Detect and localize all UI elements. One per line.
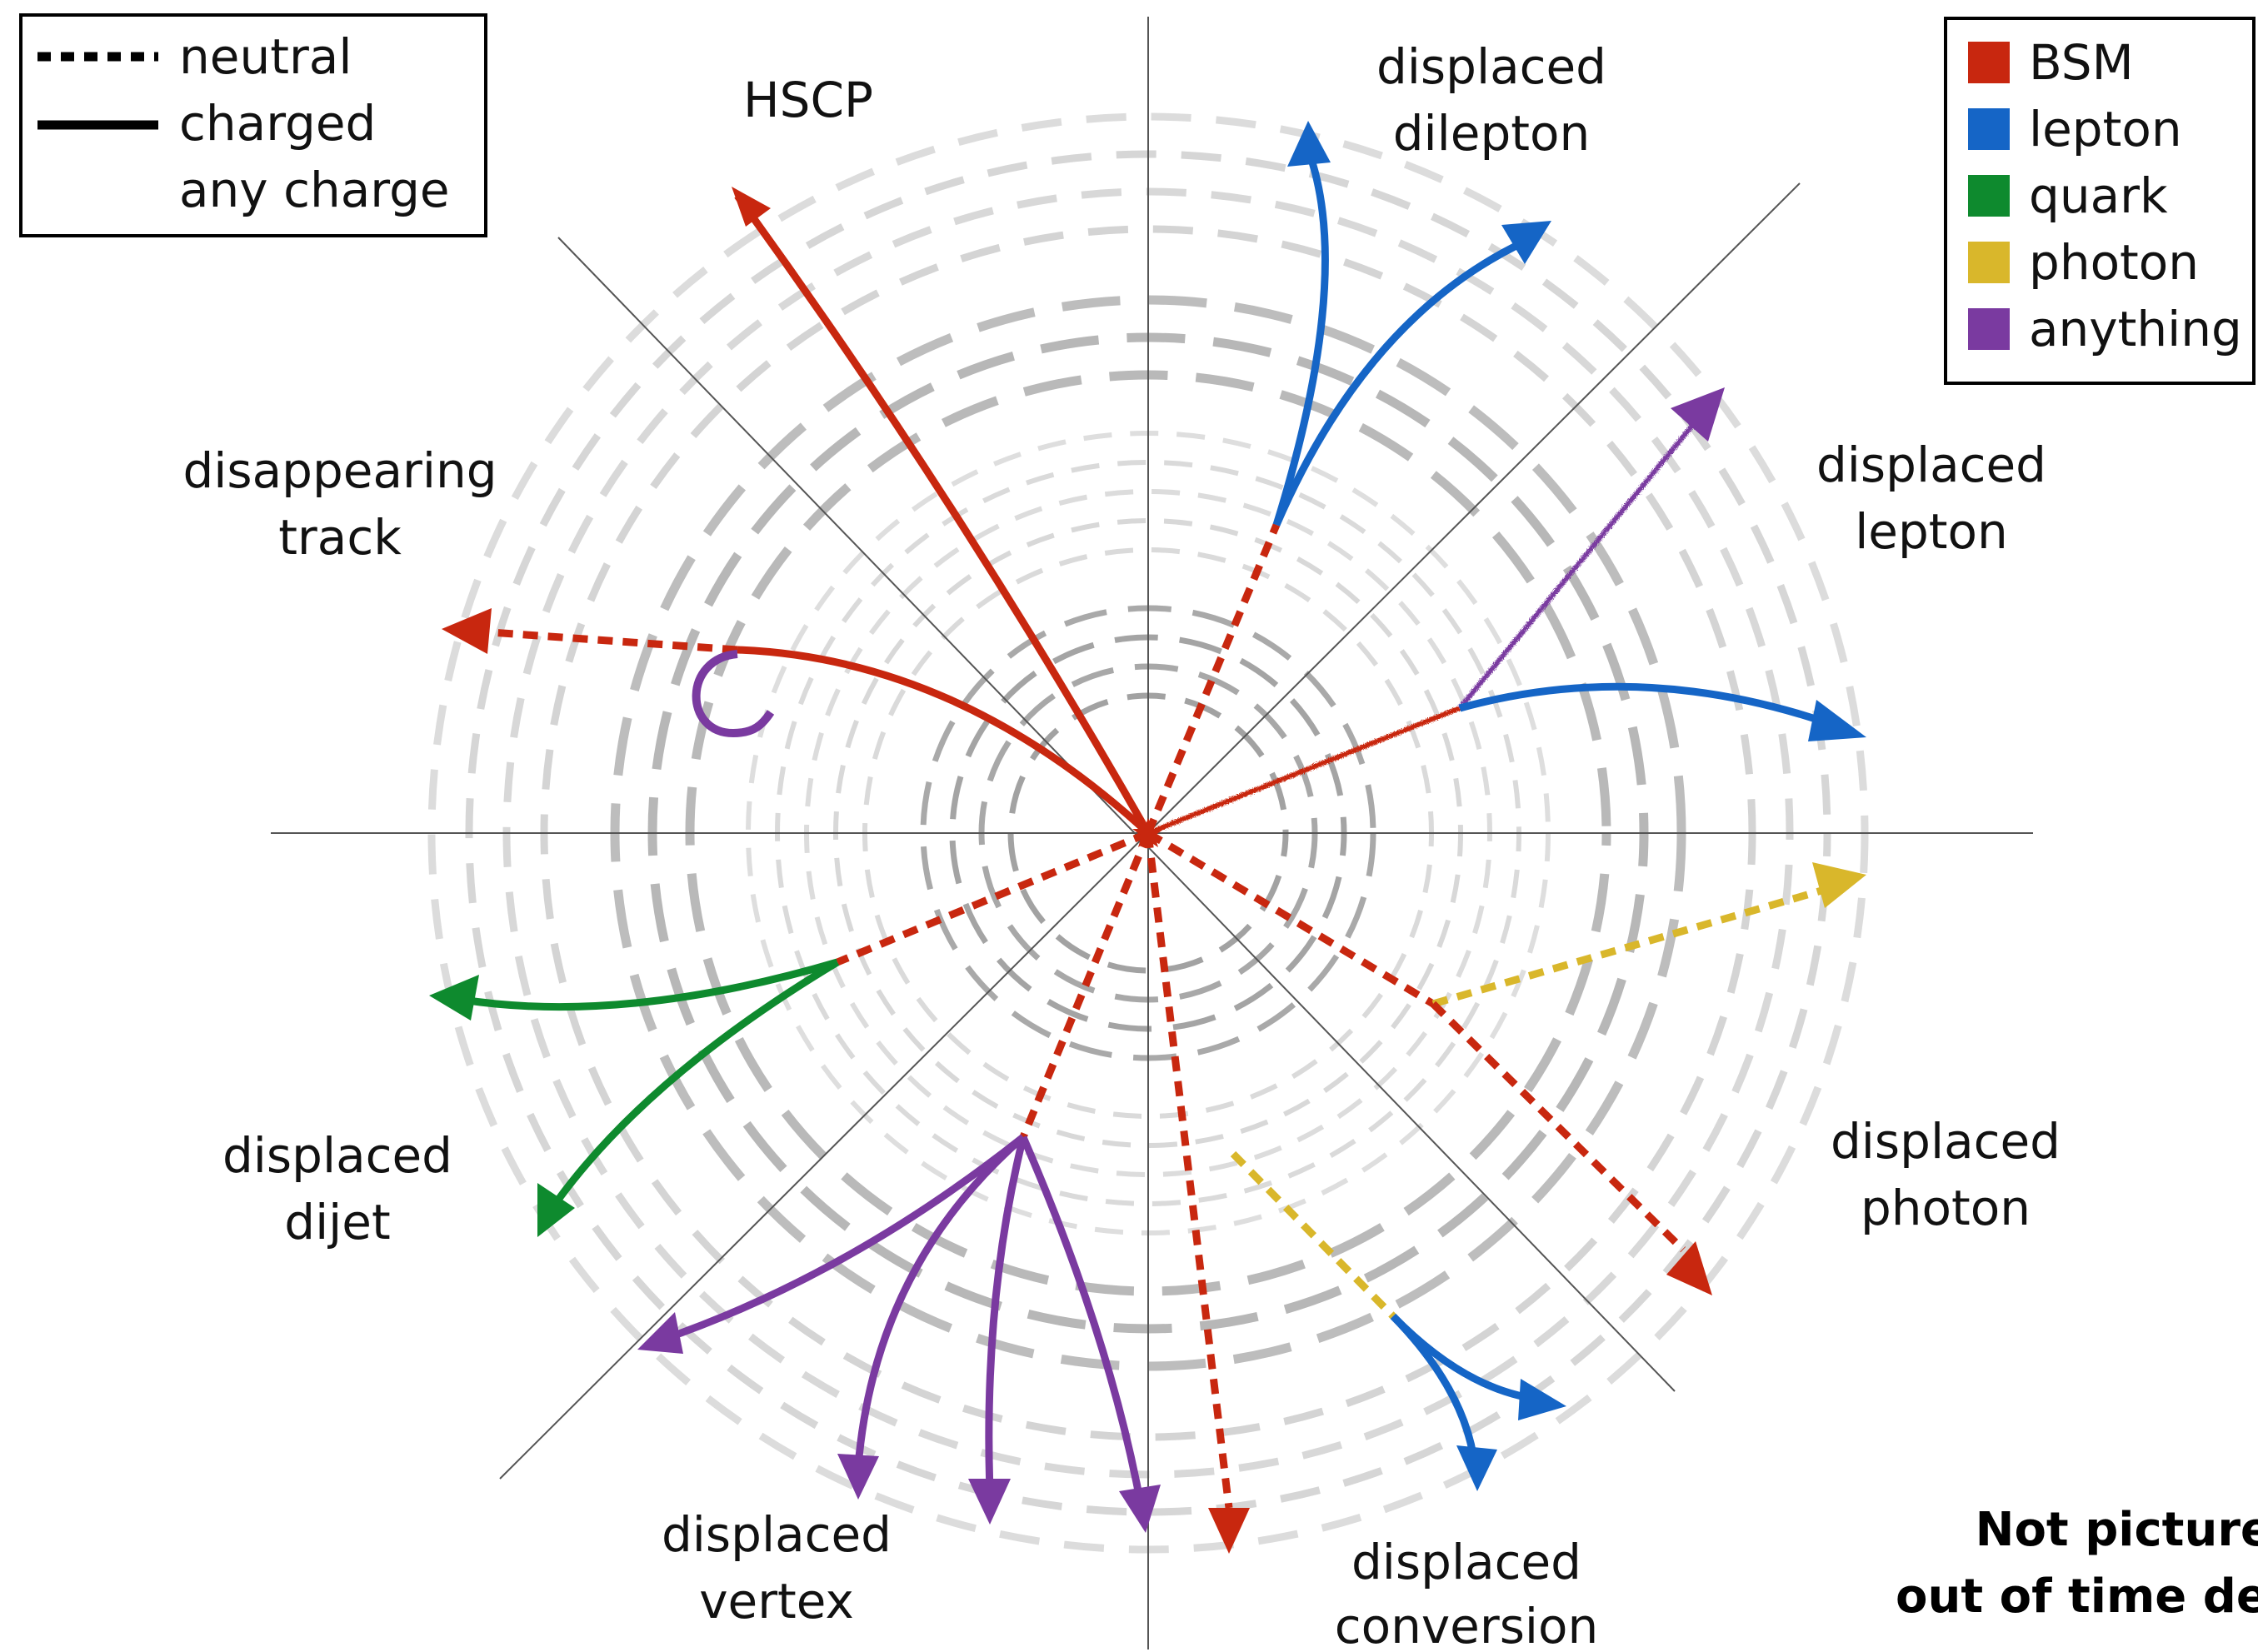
displaced-lepton-arrowhead [1808, 700, 1866, 741]
disappearing-track-charged [737, 646, 1151, 836]
displaced-dilepton-neutral [1144, 523, 1281, 835]
displaced-vertex-neutral [1019, 831, 1152, 1139]
interaction-point [1132, 818, 1164, 847]
legend-lepton-label: lepton [2029, 101, 2182, 157]
label-disappearing-track-line1: disappearing [182, 442, 497, 499]
label-displaced-dijet-line2: dijet [284, 1194, 390, 1250]
displaced-vertex-track-3 [985, 1135, 1027, 1492]
label-displaced-photon-line1: displaced [1831, 1113, 2061, 1170]
displaced-photon-arrowhead [1812, 862, 1866, 908]
disappearing-track-arrowhead [442, 608, 492, 654]
displaced-conversion-lepton-1 [1390, 1313, 1542, 1404]
displaced-vertex-track-4 [1019, 1135, 1144, 1500]
displaced-dilepton-lepton-2 [1272, 237, 1526, 527]
displaced-photon-bsm-continue [1430, 1001, 1686, 1253]
legend-anything-swatch [1968, 308, 2010, 350]
label-displaced-lepton-line1: displaced [1816, 437, 2046, 493]
label-displaced-vertex-line2: vertex [699, 1573, 854, 1630]
displaced-dilepton-arrowhead-1 [1287, 121, 1331, 167]
displaced-vertex-arrowhead-4 [1119, 1485, 1161, 1533]
displaced-dijet-quark-2 [555, 959, 840, 1202]
displaced-dijet-arrowhead-1 [429, 975, 479, 1021]
label-displaced-photon-line2: photon [1861, 1180, 2031, 1236]
label-displaced-dijet-line1: displaced [222, 1127, 452, 1184]
displaced-vertex-arrowhead-3 [968, 1479, 1011, 1525]
legend-bsm-swatch [1968, 42, 2010, 83]
displaced-lepton-anything [1457, 415, 1702, 710]
hscp-track [734, 193, 1151, 836]
star-icon [1132, 818, 1164, 847]
displaced-dijet-neutral [836, 829, 1150, 966]
legend-anything-label: anything [2029, 301, 2242, 357]
legend-any-charge-label: any charge [179, 162, 450, 218]
displaced-dilepton-lepton-1 [1272, 148, 1329, 527]
displaced-conversion-lepton-2 [1390, 1313, 1479, 1467]
displaced-conversion-neutral [1144, 832, 1233, 1509]
displaced-conversion-photon [1230, 1150, 1396, 1320]
note-line1: Not pictured: [1976, 1503, 2258, 1557]
displaced-photon-bsm-neutral [1146, 830, 1436, 1007]
displaced-vertex-arrowhead-2 [837, 1454, 879, 1500]
label-displaced-conversion-line2: conversion [1335, 1598, 1599, 1652]
disappearing-track-curl [692, 650, 775, 738]
legend-bsm-label: BSM [2029, 34, 2134, 91]
label-displaced-vertex-line1: displaced [662, 1506, 892, 1563]
legend-photon-swatch [1968, 242, 2010, 283]
hscp-arrowhead [732, 187, 771, 227]
label-hscp: HSCP [743, 72, 873, 128]
displaced-lepton-bsm [1146, 706, 1461, 836]
displaced-photon-photon [1431, 883, 1835, 1008]
legend-neutral-label: neutral [179, 28, 352, 85]
legend-quark-label: quark [2029, 167, 2168, 224]
line-style-legend: neutral charged any charge [19, 13, 487, 237]
displaced-conversion-arrowhead-1 [1518, 1379, 1566, 1420]
label-displaced-lepton-line2: lepton [1855, 503, 2008, 560]
disappearing-track-neutral [478, 627, 738, 654]
color-legend: BSM lepton quark photon anything [1944, 17, 2256, 385]
displaced-conversion-arrowhead [1208, 1508, 1250, 1554]
displaced-lepton-lepton [1458, 682, 1835, 729]
legend-charged-label: charged [179, 95, 376, 152]
displaced-lepton-anything-arrowhead [1671, 387, 1725, 442]
not-pictured-note: Not pictured: out of time decays [1896, 1503, 2258, 1624]
label-displaced-dilepton-line2: dilepton [1393, 105, 1591, 162]
displaced-vertex-track-1 [661, 1134, 1026, 1344]
displaced-photon-bsm-arrowhead [1666, 1241, 1712, 1295]
displaced-vertex-track-2 [854, 1134, 1026, 1467]
label-disappearing-track-line2: track [278, 509, 402, 566]
note-line2: out of time decays [1896, 1570, 2258, 1624]
legend-quark-swatch [1968, 175, 2010, 217]
signature-labels: HSCP displaced dilepton disappearing tra… [182, 38, 2061, 1652]
displaced-dijet-quark-1 [462, 958, 839, 1011]
axis-diagonal [557, 237, 1676, 1392]
displaced-vertex-arrowhead-1 [637, 1312, 683, 1354]
displaced-dilepton-arrowhead-2 [1501, 221, 1551, 264]
displaced-conversion-arrowhead-2 [1456, 1445, 1497, 1491]
tracks [429, 121, 1866, 1554]
label-displaced-dilepton-line1: displaced [1376, 38, 1606, 95]
legend-photon-label: photon [2029, 234, 2199, 291]
displaced-dijet-arrowhead-2 [537, 1183, 575, 1237]
legend-lepton-swatch [1968, 108, 2010, 150]
label-displaced-conversion-line1: displaced [1351, 1534, 1581, 1590]
